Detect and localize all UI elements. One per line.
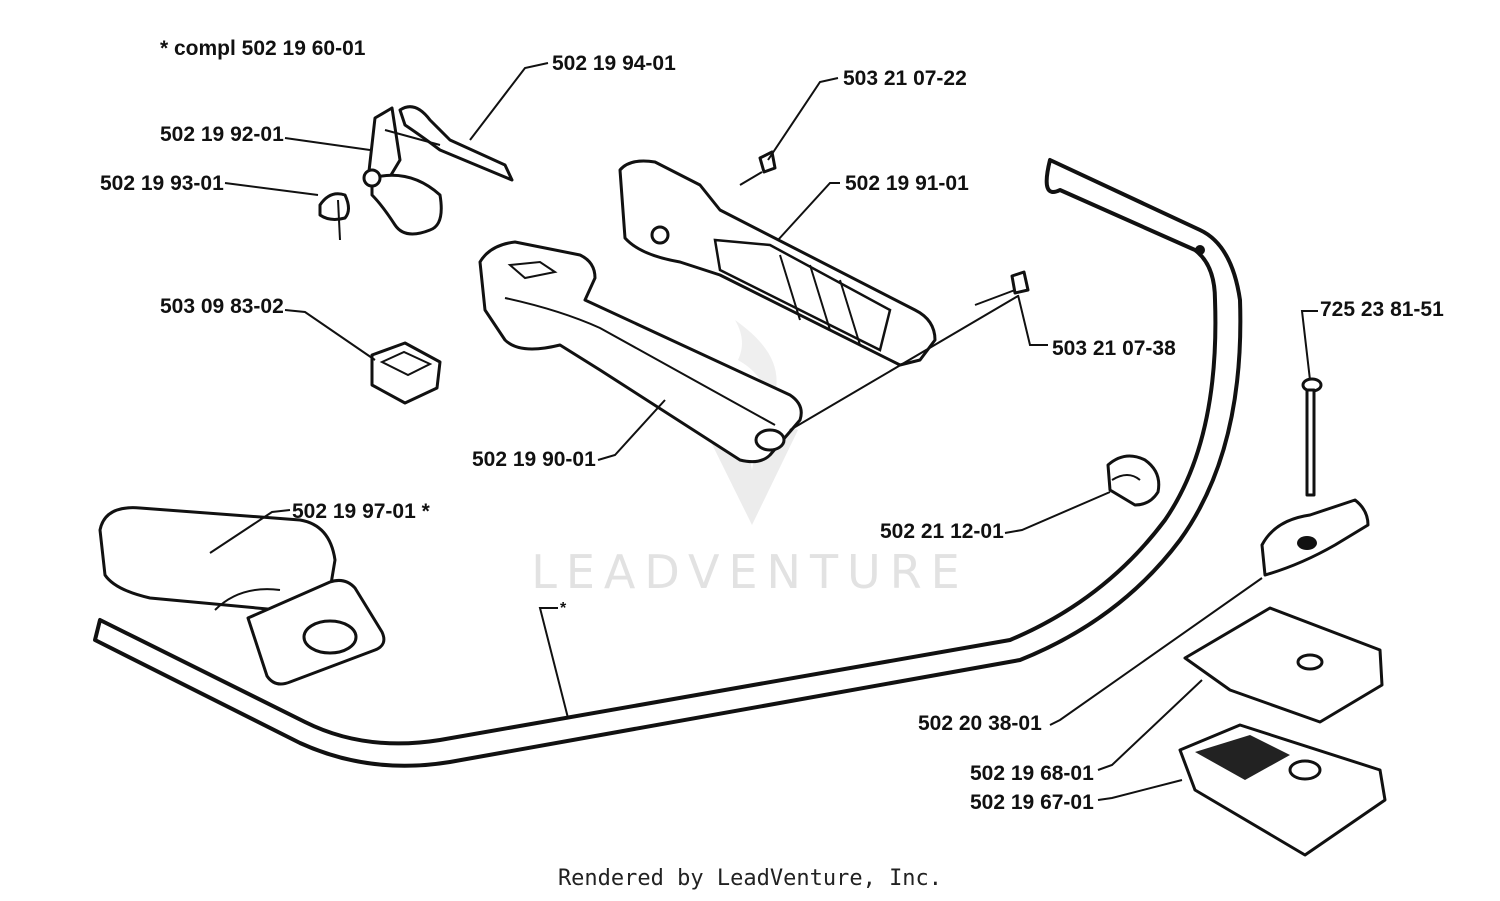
part-label-502-19-68-01: 502 19 68-01 (970, 762, 1094, 785)
tube-asterisk-label: * (560, 600, 567, 617)
knob-part (1260, 498, 1370, 577)
watermark-text: LEADVENTURE (531, 545, 969, 599)
part-label-503-21-07-22: 503 21 07-22 (843, 67, 967, 90)
part-label-502-19-97-01: 502 19 97-01 * (292, 500, 431, 523)
screw-long-part (974, 270, 1030, 306)
bolt-part (1301, 377, 1323, 497)
throttle-trigger-part (318, 105, 514, 241)
part-label-502-19-67-01: 502 19 67-01 (970, 791, 1094, 814)
part-label-502-19-91-01: 502 19 91-01 (845, 172, 969, 195)
part-label-502-19-90-01: 502 19 90-01 (472, 448, 596, 471)
part-label-502-19-94-01: 502 19 94-01 (552, 52, 676, 75)
handle-lower-half-part (478, 240, 803, 464)
leader-lines (209, 62, 1318, 801)
render-credit: Rendered by LeadVenture, Inc. (557, 866, 943, 891)
stop-switch-part (370, 341, 442, 405)
part-label-502-21-12-01: 502 21 12-01 (880, 520, 1004, 543)
handle-upper-half-part (618, 159, 937, 367)
clip-part (1106, 454, 1161, 507)
bracket-part (1183, 606, 1384, 724)
plate-part (1178, 723, 1387, 857)
part-label-725-23-81-51: 725 23 81-51 (1320, 298, 1444, 321)
part-label-503-09-83-02: 503 09 83-02 (160, 295, 284, 318)
tube-hole (1195, 245, 1205, 255)
assembly-note-label: * compl 502 19 60-01 (160, 37, 366, 60)
part-label-502-19-93-01: 502 19 93-01 (100, 172, 224, 195)
part-label-502-20-38-01: 502 20 38-01 (918, 712, 1042, 735)
part-labels: * compl 502 19 60-01 502 19 94-01 502 19… (100, 37, 1444, 814)
part-label-502-19-92-01: 502 19 92-01 (160, 123, 284, 146)
screw-upper-part (739, 150, 777, 186)
part-label-503-21-07-38: 503 21 07-38 (1052, 337, 1176, 360)
handlebar-tube (93, 158, 1243, 768)
grip-part (98, 506, 386, 686)
